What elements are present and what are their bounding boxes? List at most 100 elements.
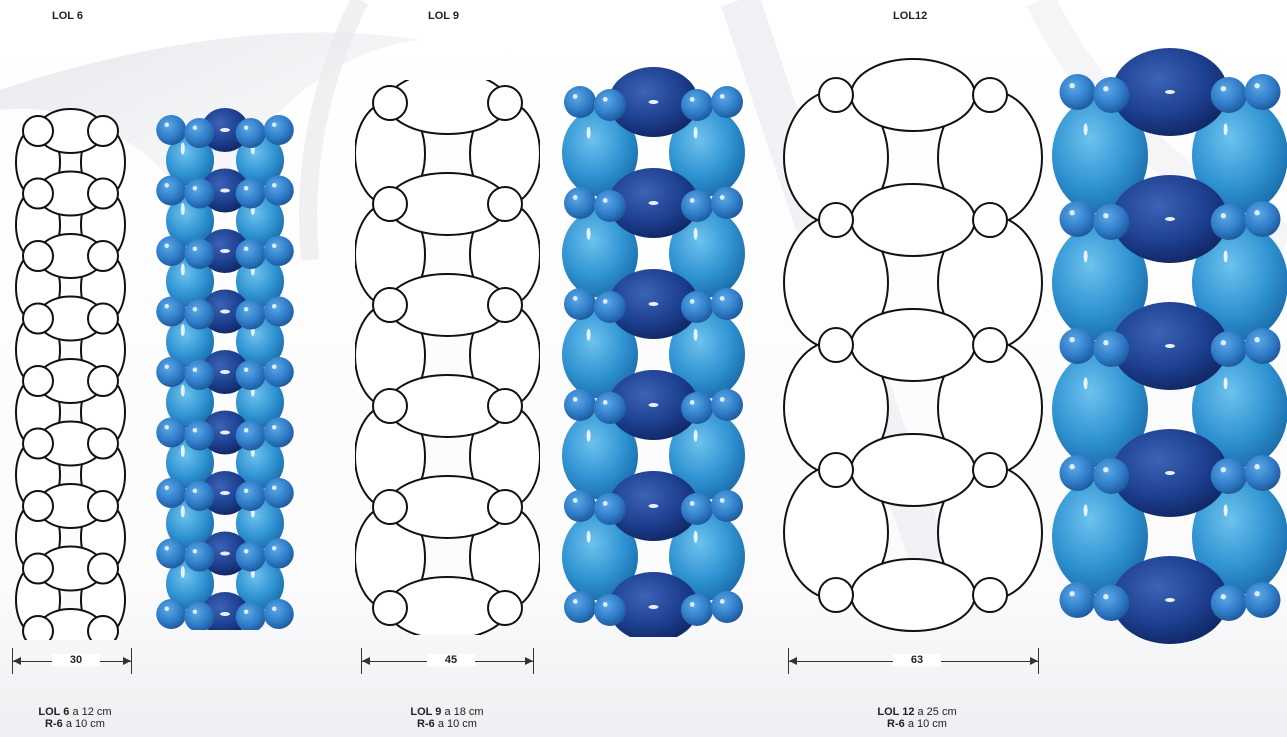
outline-node	[818, 327, 854, 363]
balloon-highlight	[220, 491, 230, 495]
small-balloon	[1244, 582, 1281, 618]
small-balloon	[1093, 458, 1130, 494]
balloon-highlight	[164, 122, 169, 127]
balloon-highlight	[602, 198, 608, 203]
balloon-highlight	[180, 566, 185, 579]
balloon-highlight	[1083, 250, 1088, 263]
outline-node	[818, 202, 854, 238]
dimension-line-30: 30	[12, 648, 132, 674]
outline-node	[487, 287, 523, 323]
balloon-highlight	[243, 609, 249, 614]
small-balloon	[235, 541, 266, 572]
small-balloon	[184, 239, 215, 269]
balloon-highlight	[164, 243, 169, 248]
balloon-highlight	[243, 307, 249, 312]
balloon-highlight	[693, 126, 698, 139]
balloon-highlight	[1165, 90, 1175, 94]
small-balloon	[1210, 204, 1247, 240]
small-balloon	[594, 392, 626, 424]
balloon-highlight	[1220, 594, 1227, 600]
small-balloon	[263, 175, 294, 206]
small-balloon	[1093, 204, 1130, 240]
small-balloon	[711, 490, 743, 522]
balloon-highlight	[243, 428, 249, 433]
outline-node	[22, 302, 54, 335]
balloon-highlight	[192, 428, 198, 433]
balloon-highlight	[272, 183, 277, 188]
column-title-lol9: LOL 9	[428, 10, 459, 22]
balloon-highlight	[164, 183, 169, 188]
balloon-highlight	[164, 364, 169, 369]
outline-node	[87, 240, 119, 272]
small-balloon	[564, 591, 596, 623]
balloon-highlight	[693, 328, 698, 341]
outline-node	[487, 186, 523, 222]
small-balloon	[156, 175, 187, 206]
small-balloon	[235, 481, 266, 511]
balloon-highlight	[180, 324, 185, 337]
balloon-highlight	[1165, 344, 1175, 348]
balloon-highlight	[243, 488, 249, 493]
small-balloon	[1210, 77, 1247, 113]
light-blue-balloon	[1052, 97, 1148, 214]
small-balloon	[156, 538, 187, 569]
balloon-highlight	[1103, 86, 1109, 92]
column-title-lol12: LOL12	[893, 10, 928, 22]
small-balloon	[235, 178, 266, 209]
caption-lol9: LOL 9 a 18 cm R-6 a 10 cm	[410, 706, 484, 730]
balloon-highlight	[220, 249, 230, 253]
balloon-highlight	[1165, 598, 1175, 602]
small-balloon	[594, 89, 626, 121]
small-balloon	[156, 115, 187, 145]
light-blue-balloon	[1052, 224, 1148, 341]
balloon-highlight	[272, 304, 277, 309]
small-balloon	[564, 187, 596, 219]
small-balloon	[1059, 74, 1096, 110]
small-balloon	[681, 89, 713, 121]
small-balloon	[564, 389, 596, 421]
balloon-highlight	[648, 100, 659, 104]
outline-node	[22, 427, 54, 460]
balloon-highlight	[243, 125, 249, 130]
balloon-highlight	[243, 367, 249, 372]
balloon-highlight	[602, 400, 608, 405]
small-balloon	[263, 417, 294, 448]
balloon-highlight	[1254, 591, 1260, 597]
balloon-highlight	[192, 186, 198, 191]
caption-lol6: LOL 6 a 12 cm R-6 a 10 cm	[38, 706, 112, 730]
balloon-highlight	[689, 97, 695, 102]
outline-node	[22, 552, 54, 585]
small-balloon	[711, 86, 743, 118]
balloon-highlight	[243, 186, 249, 191]
balloon-highlight	[572, 599, 578, 604]
balloon-highlight	[1165, 217, 1175, 221]
balloon-highlight	[1223, 504, 1228, 517]
balloon-highlight	[1254, 83, 1260, 89]
lol6-outline-diagram	[15, 108, 126, 640]
small-balloon	[184, 541, 215, 572]
outline-node	[818, 577, 854, 613]
balloon-highlight	[586, 328, 591, 341]
balloon-highlight	[1103, 467, 1109, 473]
balloon-highlight	[220, 188, 230, 193]
balloon-highlight	[602, 299, 608, 304]
balloon-highlight	[719, 498, 725, 503]
balloon-highlight	[586, 530, 591, 543]
small-balloon	[1210, 458, 1247, 494]
small-balloon	[184, 178, 215, 209]
small-balloon	[564, 86, 596, 118]
balloon-highlight	[689, 501, 695, 506]
outline-node	[372, 287, 408, 323]
balloon-highlight	[164, 485, 169, 490]
balloon-highlight	[1069, 83, 1075, 89]
small-balloon	[1244, 328, 1281, 364]
small-balloon	[1244, 201, 1281, 237]
lol6-balloon-column	[156, 108, 294, 630]
small-balloon	[184, 420, 215, 451]
small-balloon	[263, 478, 294, 508]
outline-center-loop	[850, 433, 976, 507]
light-blue-balloon	[1052, 351, 1148, 468]
outline-node	[487, 388, 523, 424]
balloon-highlight	[648, 403, 659, 407]
balloon-highlight	[192, 246, 198, 251]
